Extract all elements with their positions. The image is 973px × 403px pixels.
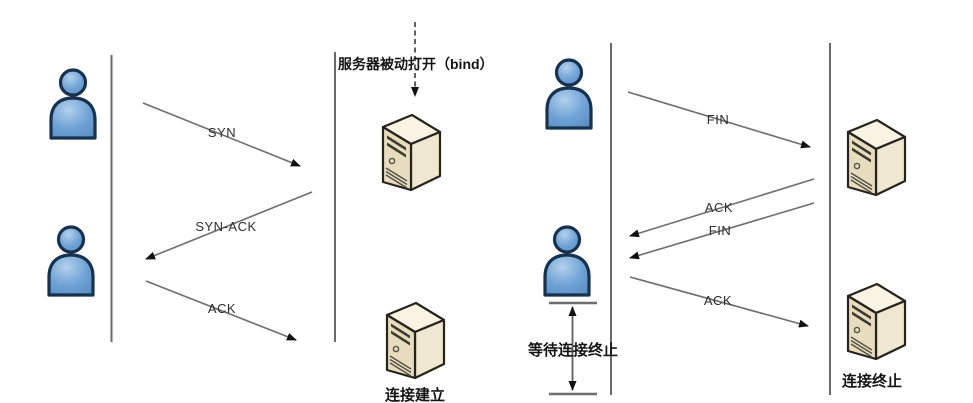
fin-arrow-2 xyxy=(629,202,815,260)
client-icon-right-2 xyxy=(543,225,591,297)
syn-arrow xyxy=(142,102,301,167)
termination-diagram: 连接终止 FIN ACK FIN ACK 等待连接终止 xyxy=(528,43,907,396)
ack-label-2: ACK xyxy=(704,293,732,308)
server-passive-open-note: 服务器被动打开（bind） xyxy=(338,56,494,72)
connection-established-caption: 连接建立 xyxy=(385,386,445,403)
fin-label-1: FIN xyxy=(707,112,729,127)
syn-ack-arrow xyxy=(145,191,313,260)
fin-arrow-1 xyxy=(627,91,811,149)
client-icon-2 xyxy=(47,225,95,297)
fin-label-2: FIN xyxy=(709,223,731,238)
ack-arrow-2 xyxy=(629,276,809,328)
connection-terminated-caption: 连接终止 xyxy=(842,372,902,390)
wait-termination-caption: 等待连接终止 xyxy=(528,341,618,359)
syn-label: SYN xyxy=(208,125,236,140)
wait-duration-measure: 等待连接终止 xyxy=(528,301,618,396)
server-icon-established xyxy=(385,301,446,380)
ack-label: ACK xyxy=(208,301,236,316)
ack-arrow-1 xyxy=(629,178,815,238)
ack-label-1: ACK xyxy=(705,200,733,215)
ack-arrow xyxy=(145,280,297,341)
server-icon xyxy=(381,113,442,192)
client-icon-right xyxy=(545,58,593,130)
handshake-diagram: 服务器被动打开（bind） 连接建立 SYN SYN-ACK ACK xyxy=(47,22,494,403)
client-icon xyxy=(49,68,97,140)
server-icon-terminated xyxy=(846,282,907,361)
server-icon-right xyxy=(846,118,907,197)
syn-ack-label: SYN-ACK xyxy=(195,219,256,234)
